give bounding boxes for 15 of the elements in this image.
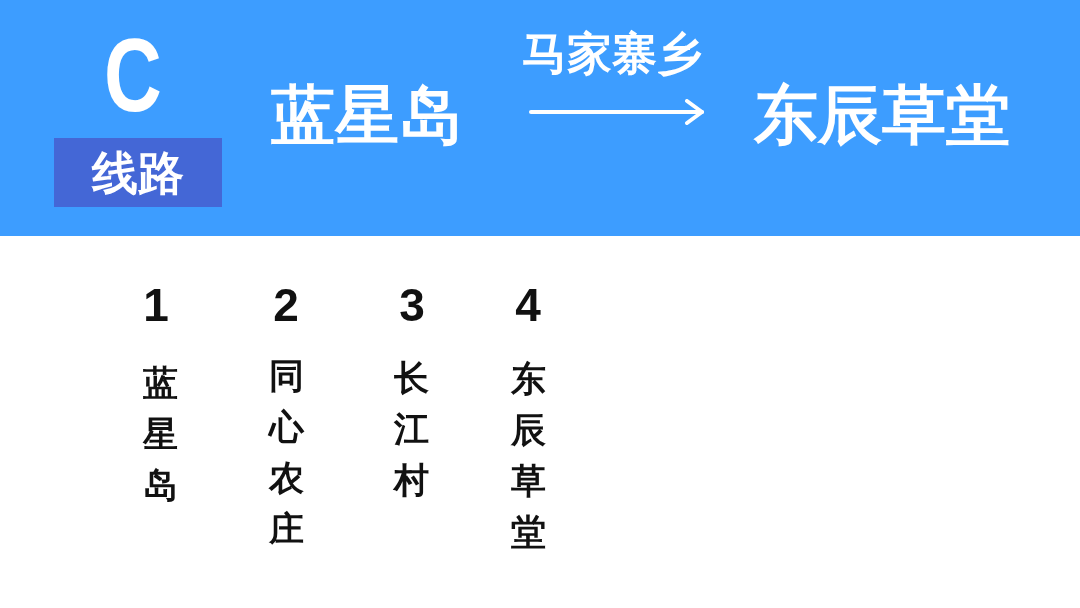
stop-name: 东辰草堂 bbox=[510, 358, 546, 554]
stop-number: 3 bbox=[399, 282, 425, 328]
edge-label: 马家寨乡 bbox=[522, 31, 702, 76]
stop-name: 蓝星岛 bbox=[142, 362, 178, 507]
stop-number: 2 bbox=[273, 282, 299, 328]
stop-number: 4 bbox=[515, 282, 541, 328]
arrow bbox=[529, 99, 704, 125]
route-tag: 线路 bbox=[54, 138, 222, 207]
stop-name: 同心农庄 bbox=[268, 355, 304, 551]
stop-name: 长江村 bbox=[393, 357, 429, 502]
terminal-name: 蓝星岛 bbox=[271, 83, 463, 147]
terminal-name: 东辰草堂 bbox=[754, 83, 1010, 147]
route-letter: C bbox=[104, 23, 162, 127]
stop-number: 1 bbox=[143, 282, 169, 328]
header-band bbox=[0, 0, 1080, 236]
